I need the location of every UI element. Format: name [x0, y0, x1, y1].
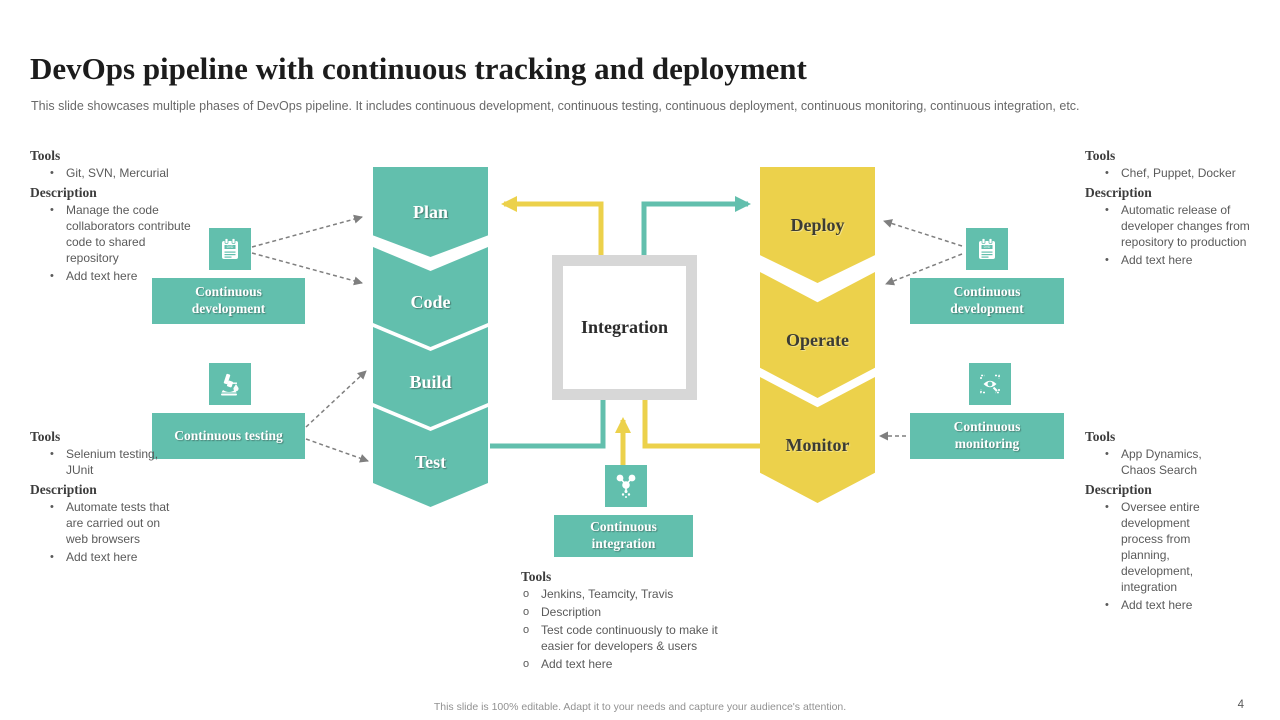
page-title: DevOps pipeline with continuous tracking… [30, 50, 807, 86]
description-heading: Description [1085, 184, 1152, 200]
tools-heading: Tools [1085, 148, 1116, 163]
label-text: Continuous testing [174, 427, 283, 443]
description-heading: Description [30, 481, 97, 497]
stage-plan-label: Plan [412, 201, 448, 222]
description-heading: Description [30, 184, 97, 200]
page-number: 4 [1237, 699, 1244, 711]
dashed-arrow-dev2-to-deploy [883, 219, 963, 247]
svg-text:DVD: DVD [227, 245, 234, 249]
repository-icon: DVD [966, 228, 1008, 270]
svg-text:DVD: DVD [984, 245, 991, 249]
stage-deploy: Deploy [760, 167, 875, 283]
tools-item: Test code continuously to make it easier… [521, 623, 753, 655]
share-network-icon [605, 465, 647, 507]
tools-item: Add text here [521, 657, 753, 673]
stage-test-label: Test [414, 451, 447, 472]
description-item: Automate tests that are carried out on w… [30, 500, 182, 548]
label-continuous-integration: Continuous integration [554, 515, 693, 557]
description-item: Automatic release of developer changes f… [1085, 203, 1253, 251]
stage-monitor-label: Monitor [785, 434, 850, 455]
description-item: Manage the code collaborators contribute… [30, 203, 192, 267]
panel-testing: Tools Selenium testing, JUnit Descriptio… [30, 428, 182, 568]
dashed-arrow-dev-to-code [251, 252, 363, 286]
label-continuous-development-left: Continuous development [152, 278, 305, 324]
dashed-arrow-dev-to-plan [251, 214, 363, 248]
stage-plan: Plan [373, 167, 488, 257]
integration-label: Integration [581, 317, 668, 337]
panel-integration: Tools Jenkins, Teamcity, Travis Descript… [521, 568, 753, 675]
dashed-arrow-testing-to-build [305, 370, 367, 428]
label-text: Continuous development [950, 284, 1024, 316]
panel-deployment: Tools Chef, Puppet, Docker Description A… [1085, 147, 1253, 271]
description-item: Oversee entire development process from … [1085, 500, 1235, 596]
label-text: Continuous development [191, 284, 266, 316]
panel-monitoring: Tools App Dynamics, Chaos Search Descrip… [1085, 428, 1235, 615]
page-subtitle: This slide showcases multiple phases of … [31, 98, 1080, 113]
dashed-arrow-testing-to-test [305, 438, 369, 463]
tools-heading: Tools [1085, 429, 1116, 444]
panel-development-left: Tools Git, SVN, Mercurial Description Ma… [30, 147, 192, 287]
description-heading: Description [1085, 481, 1152, 497]
description-item: Add text here [30, 269, 192, 285]
tools-heading: Tools [30, 429, 61, 444]
label-continuous-monitoring: Continuous monitoring [910, 413, 1064, 459]
repository-icon: DVD [209, 228, 251, 270]
description-item: Add text here [1085, 253, 1253, 269]
description-item: Add text here [1085, 598, 1235, 614]
label-text: Continuous integration [590, 519, 657, 551]
eye-monitoring-icon [969, 363, 1011, 405]
tools-heading: Tools [30, 148, 61, 163]
description-item: Add text here [30, 550, 182, 566]
label-continuous-development-right: Continuous development [910, 278, 1064, 324]
tools-item: Selenium testing, JUnit [30, 447, 182, 479]
label-text: Continuous monitoring [953, 419, 1021, 451]
stage-deploy-label: Deploy [790, 214, 845, 235]
stage-build-label: Build [409, 371, 452, 392]
tools-item: Git, SVN, Mercurial [30, 166, 192, 182]
tools-item: Chef, Puppet, Docker [1085, 166, 1253, 182]
stage-operate-label: Operate [786, 329, 849, 350]
tools-heading: Tools [521, 569, 552, 584]
microscope-icon [209, 363, 251, 405]
integration-box: Integration [552, 255, 697, 400]
footer-note: This slide is 100% editable. Adapt it to… [433, 701, 847, 713]
tools-item: Jenkins, Teamcity, Travis [521, 587, 753, 603]
tools-item: Description [521, 605, 753, 621]
tools-item: App Dynamics, Chaos Search [1085, 447, 1235, 479]
stage-code-label: Code [410, 291, 451, 312]
